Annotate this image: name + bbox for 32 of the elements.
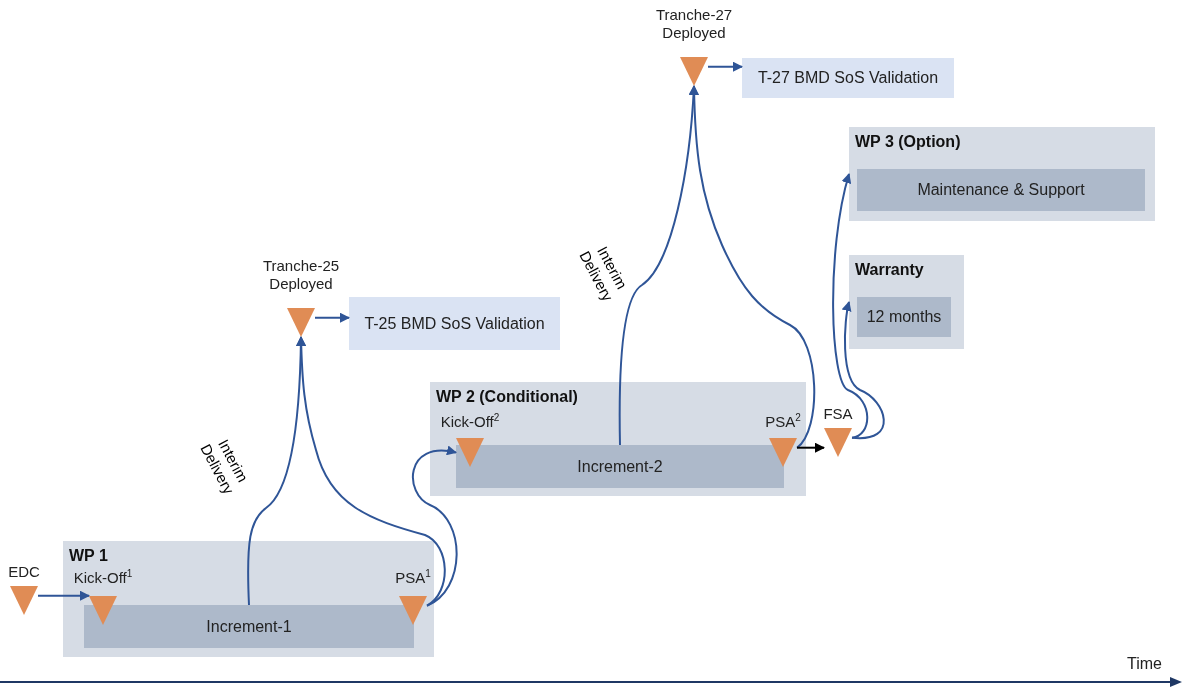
- warranty-panel: [849, 255, 964, 349]
- group-title: WP 1: [69, 547, 108, 565]
- milestone-label: EDC: [8, 563, 40, 581]
- milestone-label: FSA: [823, 405, 853, 423]
- arrow: [411, 446, 458, 607]
- arrow: [842, 301, 885, 440]
- activity-bar: Maintenance & Support: [857, 169, 1145, 211]
- milestone-label: PSA$^{1}$: [395, 569, 431, 587]
- arrow: [707, 61, 743, 72]
- arrow: [296, 336, 446, 607]
- milestone-label: Kick-Off$^{1}$: [73, 569, 133, 587]
- validation-box: T-27 BMD SoS Validation: [742, 58, 954, 98]
- milestone-label: Tranche-25 Deployed: [261, 257, 341, 293]
- group-title: WP 3 (Option): [855, 133, 961, 151]
- arrow: [796, 442, 825, 453]
- work-package-panel: [430, 382, 806, 496]
- milestone-label: PSA$^{2}$: [765, 413, 801, 431]
- arrow: [689, 85, 816, 449]
- arrow: [832, 173, 869, 439]
- milestone-label: Kick-Off$^{2}$: [440, 413, 500, 431]
- activity-bar: 12 months: [857, 297, 951, 337]
- increment-bar: Increment-2: [456, 445, 784, 488]
- group-title: Warranty: [855, 261, 924, 279]
- validation-box: T-25 BMD SoS Validation: [349, 297, 560, 350]
- arrow: [37, 590, 90, 601]
- arrow: [314, 312, 350, 323]
- group-title: WP 2 (Conditional): [436, 388, 578, 406]
- increment-bar: Increment-1: [84, 605, 414, 648]
- work-package-panel: [849, 127, 1155, 221]
- axis-label: Time: [1127, 655, 1162, 673]
- milestone-label: Tranche-27 Deployed: [654, 6, 734, 42]
- work-package-panel: [63, 541, 434, 657]
